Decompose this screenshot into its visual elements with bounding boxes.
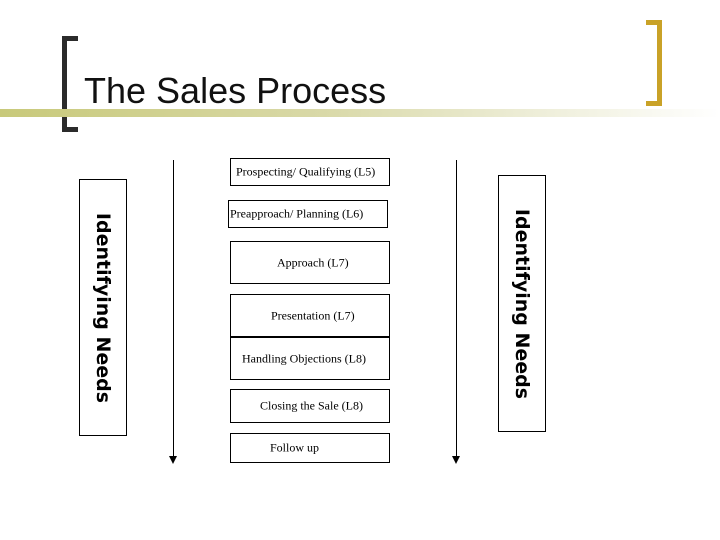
step-label-preapproach: Preapproach/ Planning (L6) — [230, 206, 364, 221]
step-box-approach: Approach (L7) — [230, 241, 390, 284]
left-flow-arrow-head — [169, 456, 177, 464]
step-box-presentation: Presentation (L7) — [230, 294, 390, 337]
step-box-prospecting: Prospecting/ Qualifying (L5) — [230, 158, 390, 186]
identifying-needs-left-box: Identifying Needs — [79, 179, 127, 436]
step-label-closing: Closing the Sale (L8) — [260, 398, 363, 413]
step-label-prospecting: Prospecting/ Qualifying (L5) — [236, 164, 376, 179]
step-box-closing: Closing the Sale (L8) — [230, 389, 390, 423]
title-bracket-left — [62, 36, 78, 132]
title-underline-band — [0, 109, 720, 117]
step-box-handling-objections: Handling Objections (L8) — [230, 337, 390, 380]
step-box-preapproach: Preapproach/ Planning (L6) — [228, 200, 388, 228]
identifying-needs-left-label: Identifying Needs — [92, 212, 114, 403]
identifying-needs-right-label: Identifying Needs — [511, 208, 533, 399]
slide-title: The Sales Process — [84, 70, 387, 111]
right-flow-arrow-line — [456, 160, 457, 458]
step-box-follow-up: Follow up — [230, 433, 390, 463]
identifying-needs-right-box: Identifying Needs — [498, 175, 546, 432]
left-flow-arrow-line — [173, 160, 174, 458]
step-label-handling-objections: Handling Objections (L8) — [242, 351, 366, 365]
right-flow-arrow-head — [452, 456, 460, 464]
step-label-approach: Approach (L7) — [277, 255, 349, 269]
step-label-follow-up: Follow up — [270, 440, 320, 455]
title-bracket-right — [646, 20, 662, 106]
step-label-presentation: Presentation (L7) — [271, 308, 355, 322]
